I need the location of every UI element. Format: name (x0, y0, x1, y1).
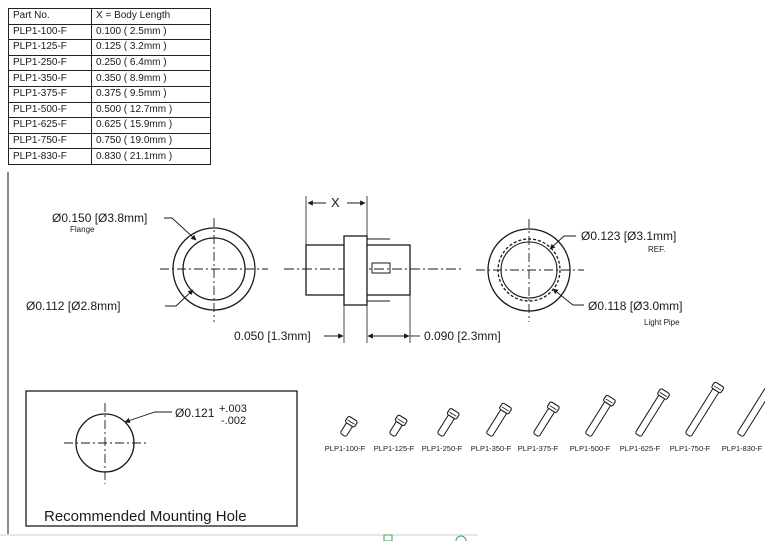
flange-dimension: Ø0.150 [Ø3.8mm] (52, 211, 147, 225)
part-body (585, 400, 612, 437)
mounting-hole-title: Recommended Mounting Hole (44, 508, 247, 525)
ref-leader (549, 235, 576, 250)
lineup-label: PLP1-100-F (325, 444, 366, 453)
lineup-item: PLP1-625-F (620, 388, 670, 453)
light-pipe-part (737, 382, 765, 437)
table-header-row: Part No. X = Body Length (8, 8, 211, 25)
mounting-hole-panel: Ø0.121 +.003 -.002 Recommended Mounting … (25, 390, 298, 527)
lineup-item: PLP1-100-F (325, 416, 366, 453)
lineup-label: PLP1-500-F (570, 444, 611, 453)
flange-thickness-dim: 0.050 [1.3mm] (234, 329, 311, 343)
light-pipe-part (533, 401, 560, 437)
lineup-label: PLP1-625-F (620, 444, 661, 453)
mounting-hole-box (25, 390, 298, 527)
green-circle-icon (455, 535, 467, 541)
lineup-item: PLP1-125-F (374, 414, 415, 453)
flange-label: Flange (70, 225, 95, 234)
part-flange-line (501, 406, 509, 412)
light-pipe-part (585, 394, 616, 437)
lineup-label: PLP1-375-F (518, 444, 559, 453)
pipe-leader (552, 288, 584, 306)
hole-tol-plus: +.003 (219, 403, 247, 415)
green-square-icon (383, 534, 393, 541)
pipe-dimension: Ø0.118 [Ø3.0mm] (588, 299, 682, 313)
light-pipe-part (486, 402, 512, 437)
part-flange-line (659, 392, 667, 397)
lineup-label: PLP1-830-F (722, 444, 763, 453)
flange-outline (343, 235, 368, 306)
part-flange-line (347, 419, 355, 425)
lineup-label: PLP1-350-F (471, 444, 512, 453)
inner-dimension: Ø0.112 [Ø2.8mm] (26, 299, 120, 313)
body-length-cell: 0.830 ( 21.1mm ) (91, 148, 211, 165)
light-pipe-part (437, 408, 460, 437)
hole-leader (124, 411, 172, 424)
part-flange-line (605, 398, 613, 404)
flange-leader (164, 217, 197, 241)
lineup-label: PLP1-750-F (670, 444, 711, 453)
lineup-item: PLP1-375-F (518, 401, 560, 453)
light-pipe-part (340, 416, 358, 437)
light-pipe-part (685, 381, 724, 437)
lineup-item: PLP1-750-F (670, 381, 724, 453)
light-pipe-part (389, 414, 408, 437)
lineup-label: PLP1-250-F (422, 444, 463, 453)
ref-label: REF. (648, 245, 665, 254)
part-flange-line (397, 418, 405, 424)
lineup-item: PLP1-830-F (722, 382, 765, 453)
side-view: X 0.050 [1.3mm] 0.090 [2.3mm] (234, 195, 501, 343)
front-view: Ø0.150 [Ø3.8mm] Flange Ø0.112 [Ø2.8mm] (26, 211, 268, 322)
light-pipe-part (635, 388, 670, 437)
hole-dimension: Ø0.121 (175, 406, 215, 420)
hole-tol-minus: -.002 (221, 415, 246, 427)
part-body (685, 387, 720, 437)
part-flange-line (449, 411, 457, 417)
lineup-item: PLP1-250-F (422, 408, 463, 453)
part-flange-line (549, 405, 557, 411)
pipe-label: Light Pipe (644, 318, 680, 327)
x-dimension-label: X (331, 195, 340, 210)
rear-view: Ø0.123 [Ø3.1mm] REF. Ø0.118 [Ø3.0mm] Lig… (476, 219, 682, 327)
pipe-protrusion-dim: 0.090 [2.3mm] (424, 329, 501, 343)
lineup-label: PLP1-125-F (374, 444, 415, 453)
part-flange-line (713, 385, 722, 391)
part-body (635, 393, 666, 437)
lineup-item: PLP1-500-F (570, 394, 616, 453)
ref-dimension: Ø0.123 [Ø3.1mm] (581, 229, 676, 243)
part-body (737, 382, 765, 437)
lineup-item: PLP1-350-F (471, 402, 512, 453)
pipe-tip (371, 262, 391, 274)
product-lineup: PLP1-100-F PLP1-125-F PLP1-250-F PLP1-350-F… (325, 381, 765, 453)
inner-leader (165, 289, 194, 307)
